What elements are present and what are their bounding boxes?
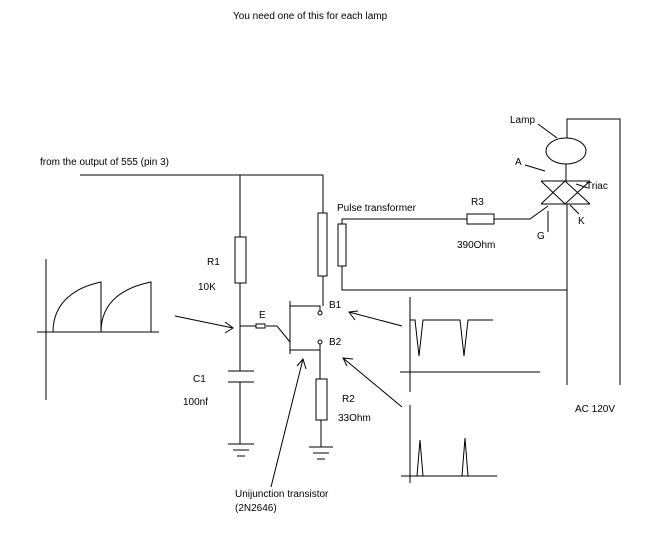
emitter-junction — [255, 323, 266, 329]
r2-resistor — [315, 378, 328, 421]
b1-arrow — [348, 310, 403, 327]
gate-label: G — [537, 231, 545, 242]
a-pointer — [524, 164, 546, 172]
ujt-part-label: (2N2646) — [235, 503, 277, 514]
r1-label: R1 — [207, 257, 220, 268]
input-arrow — [174, 315, 234, 334]
lamp-pointer — [537, 123, 558, 139]
k-pointer — [569, 204, 580, 215]
triac-label: Triac — [586, 181, 608, 192]
lamp — [545, 137, 587, 165]
b1-waveform-axes — [400, 297, 540, 392]
secondary-bottom-wire — [341, 266, 567, 291]
b1-terminal — [317, 310, 323, 316]
c1-value: 100nf — [183, 397, 209, 408]
b2-waveform — [410, 437, 469, 477]
emitter-label: E — [259, 310, 266, 321]
ujt-label: Unijunction transistor — [235, 489, 329, 500]
ujt-arrow — [270, 357, 307, 488]
ujt-b1-lead — [290, 305, 321, 311]
b1-label: B1 — [329, 300, 342, 311]
triac-pointer — [575, 183, 589, 189]
pulse-transformer-secondary — [337, 223, 347, 267]
r3-label: R3 — [471, 197, 484, 208]
ujt-b2-lead — [290, 344, 321, 351]
lamp-label: Lamp — [510, 115, 536, 126]
ac-line-wire — [566, 118, 621, 385]
secondary-top-wire — [341, 218, 467, 224]
b2-terminal — [317, 339, 323, 345]
r1-value: 10K — [198, 282, 216, 293]
b2-arrow — [342, 357, 403, 408]
diagram-title: You need one of this for each lamp — [233, 11, 388, 22]
r3-value: 390Ohm — [457, 240, 496, 251]
r3-resistor — [466, 213, 495, 225]
input-wire — [80, 174, 324, 237]
k-label: K — [578, 216, 585, 227]
c1-label: C1 — [193, 374, 206, 385]
r2-value: 33Ohm — [338, 413, 371, 424]
input-waveform-axes — [37, 259, 159, 400]
c1-capacitor — [228, 370, 254, 383]
pulse-transformer-label: Pulse transformer — [337, 203, 416, 214]
triac-body — [540, 180, 591, 205]
r2-ground — [309, 446, 333, 460]
ac-supply-label: AC 120V — [575, 404, 616, 415]
emitter-lead — [240, 325, 291, 343]
c1-ground — [228, 443, 254, 457]
input-waveform — [52, 281, 152, 333]
anode-label: A — [515, 157, 522, 168]
r3-gate-wire — [494, 205, 549, 220]
r1-resistor — [234, 236, 247, 284]
pulse-transformer-primary — [317, 212, 328, 277]
input-source-label: from the output of 555 (pin 3) — [40, 157, 169, 168]
r2-label: R2 — [342, 394, 355, 405]
b2-waveform-axes — [401, 405, 497, 483]
b1-waveform — [410, 319, 493, 357]
b2-label: B2 — [329, 337, 342, 348]
